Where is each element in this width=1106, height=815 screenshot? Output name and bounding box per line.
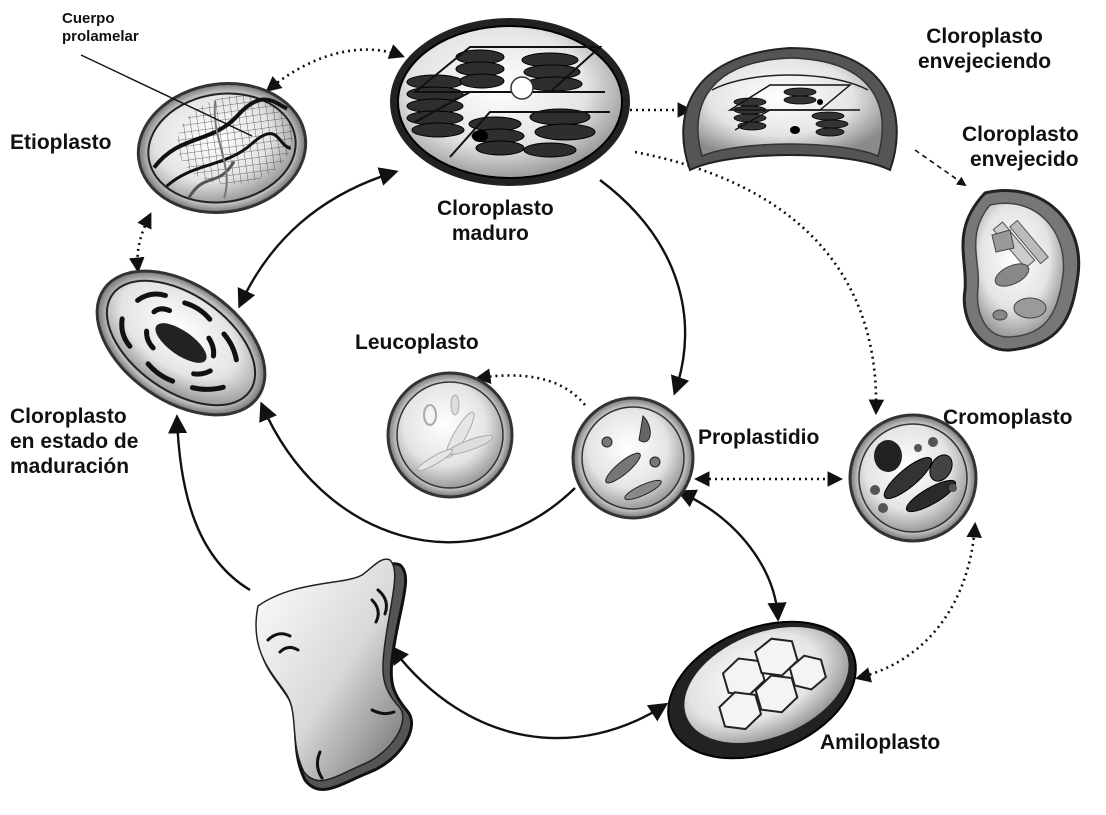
cuerpo-prolamelar-line-2: prolamelar	[62, 28, 139, 46]
proplastidio-label: Proplastidio	[698, 425, 819, 450]
amiloplasto-organelle	[648, 596, 876, 784]
leucoplasto-organelle	[388, 373, 512, 497]
etioplasto-label: Etioplasto	[10, 130, 112, 155]
leucoplasto-label: Leucoplasto	[355, 330, 479, 355]
proplastidio-organelle	[573, 398, 693, 518]
arrow-ameboid-to-maduracion	[177, 418, 250, 590]
cloroplasto-envejecido-organelle	[963, 191, 1079, 351]
cromoplasto-organelle	[850, 415, 976, 541]
cloroplasto-maduracion-line-2: en estado de	[10, 429, 138, 454]
arrow-proplastidio-amiloplasto	[680, 492, 778, 618]
cloroplasto-envejecido-line-1: Cloroplasto	[962, 122, 1079, 147]
ameboid-plastid-organelle	[256, 559, 412, 789]
etioplasto-organelle	[130, 73, 314, 223]
cromoplasto-label: Cromoplasto	[943, 405, 1073, 430]
cloroplasto-maduracion-line-1: Cloroplasto	[10, 404, 138, 429]
arrow-envejeciendo-to-envejecido	[915, 150, 965, 185]
arrow-amiloplasto-ameboid	[392, 648, 665, 738]
cloroplasto-envejeciendo-line-2: envejeciendo	[918, 49, 1051, 74]
cloroplasto-maduro-organelle	[390, 18, 630, 186]
arrow-amiloplasto-cromoplasto	[858, 525, 975, 678]
cloroplasto-envejeciendo-line-1: Cloroplasto	[918, 24, 1051, 49]
cloroplasto-maduro-label: Cloroplasto maduro	[437, 196, 554, 246]
cloroplasto-maduro-line-1: Cloroplasto	[437, 196, 554, 221]
cloroplasto-maduracion-label: Cloroplasto en estado de maduración	[10, 404, 138, 480]
arrow-maduro-to-proplastidio	[600, 180, 685, 392]
cuerpo-prolamelar-label: Cuerpo prolamelar	[62, 10, 139, 46]
cloroplasto-envejecido-label: Cloroplasto envejecido	[962, 122, 1079, 172]
arrow-etioplasto-maduro	[268, 50, 402, 90]
cloroplasto-envejeciendo-label: Cloroplasto envejeciendo	[918, 24, 1051, 74]
amiloplasto-label: Amiloplasto	[820, 730, 940, 755]
arrow-etioplasto-maduracion	[138, 215, 151, 270]
cloroplasto-envejecido-line-2: envejecido	[970, 147, 1079, 172]
cloroplasto-maduro-line-2: maduro	[427, 221, 554, 246]
cuerpo-prolamelar-line-1: Cuerpo	[62, 10, 139, 28]
cloroplasto-maduracion-line-3: maduración	[10, 454, 138, 479]
arrow-maduro-to-cromoplasto	[635, 152, 876, 412]
cloroplasto-envejeciendo-organelle	[683, 48, 897, 170]
